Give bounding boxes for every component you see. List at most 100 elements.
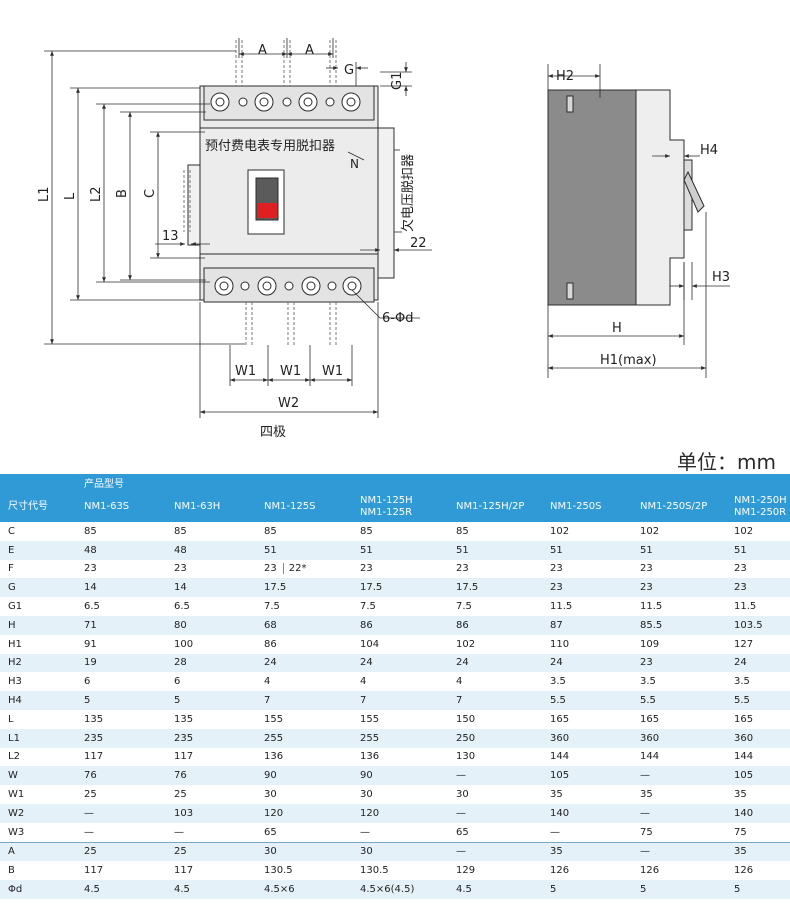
model-name-alt: NM1-125R — [360, 506, 413, 518]
model-name: NM1-63S — [84, 500, 130, 512]
value-cell: 144 — [728, 747, 790, 767]
value-cell: 126 — [728, 861, 790, 881]
dim-label-a2: A — [305, 43, 314, 58]
dim-label-c: C — [143, 189, 158, 198]
value-cell: 255 — [354, 728, 450, 748]
dim-label-h3: H3 — [712, 270, 730, 285]
value-cell: 5 — [78, 691, 168, 710]
value-cell: 126 — [634, 861, 728, 881]
value-cell: 117 — [168, 861, 258, 881]
dimension-code-cell: Φd — [0, 880, 78, 899]
side-mount-top — [566, 95, 574, 113]
handle-red-indicator — [257, 203, 277, 218]
dim-label-13: 13 — [162, 229, 179, 244]
value-cell: 85 — [354, 522, 450, 541]
value-cell: 117 — [168, 747, 258, 767]
upper-terminals — [210, 92, 361, 112]
value-cell: 130.5 — [354, 861, 450, 881]
model-header-cell: NM1-63H — [168, 491, 258, 522]
product-model-header: 产品型号 — [78, 474, 790, 491]
value-cell: — — [78, 803, 168, 823]
dimension-drawing: A A G G1 L1 L L2 B C 预付费电表专用脱扣器 N 欠电压脱扣器… — [37, 38, 730, 440]
value-cell: 135 — [78, 709, 168, 729]
value-cell: 100 — [168, 634, 258, 654]
value-cell: 144 — [544, 747, 634, 767]
value-cell: 90 — [258, 766, 354, 786]
dimension-code-cell: L2 — [0, 747, 78, 767]
dimension-code-cell: L — [0, 709, 78, 729]
n-label: N — [350, 157, 359, 171]
value-cell: 30 — [258, 785, 354, 804]
value-cell: 25 — [78, 841, 168, 862]
front-panel-text: 预付费电表专用脱扣器 — [205, 139, 335, 154]
value-cell: 23 — [78, 559, 168, 579]
value-cell: 7 — [354, 691, 450, 710]
dimension-code-cell: A — [0, 841, 78, 862]
value-cell: 51 — [728, 540, 790, 560]
value-cell: 75 — [634, 822, 728, 843]
value-cell: 85 — [168, 522, 258, 541]
value-cell: — — [634, 803, 728, 823]
value-cell: 25 — [168, 841, 258, 862]
terminal-screw-icon — [214, 276, 234, 296]
value-cell: 87 — [544, 615, 634, 635]
value-cell: 127 — [728, 634, 790, 654]
dashed-leads — [183, 40, 337, 345]
dimension-code-cell: F — [0, 559, 78, 579]
value-cell: 6 — [78, 672, 168, 692]
value-cell: 120 — [354, 803, 450, 823]
value-cell: 23 — [634, 559, 728, 579]
value-cell: 65 — [450, 822, 544, 843]
value-cell: 5 — [634, 880, 728, 899]
value-cell: 7.5 — [354, 597, 450, 616]
value-cell: — — [168, 822, 258, 843]
value-cell: 144 — [634, 747, 728, 767]
terminal-screw-icon — [342, 276, 362, 296]
value-cell: 4.5 — [78, 880, 168, 899]
dimension-code-cell: C — [0, 522, 78, 541]
value-cell: 4.5 — [168, 880, 258, 899]
value-cell: 105 — [544, 766, 634, 786]
dimension-code-cell: G1 — [0, 597, 78, 616]
value-cell: 7 — [450, 691, 544, 710]
value-cell: 85.5 — [634, 615, 728, 635]
dimension-lines — [44, 38, 432, 418]
model-name: NM1-250S — [550, 500, 602, 512]
value-cell: 24 — [728, 653, 790, 673]
value-cell: 105 — [728, 766, 790, 786]
dim-label-w1-a: W1 — [235, 364, 256, 379]
value-cell: 24 — [258, 653, 354, 673]
model-name: NM1-125H — [360, 494, 413, 506]
value-cell: 23 — [544, 559, 634, 579]
value-cell: 14 — [168, 578, 258, 598]
value-cell: 5.5 — [544, 691, 634, 710]
value-cell: 360 — [544, 728, 634, 748]
alt-value-text: 22* — [282, 563, 306, 575]
value-cell: 23 — [728, 559, 790, 579]
terminal-screw-icon — [298, 92, 318, 112]
value-cell: 76 — [78, 766, 168, 786]
value-cell: 360 — [634, 728, 728, 748]
value-cell: 24 — [354, 653, 450, 673]
dimension-code-cell: H — [0, 615, 78, 635]
dim-label-w1-b: W1 — [280, 364, 301, 379]
value-cell: 48 — [168, 540, 258, 560]
value-cell: 102 — [450, 634, 544, 654]
dim-label-h: H — [612, 321, 622, 336]
dim-label-g: G — [344, 63, 354, 78]
value-cell: 86 — [450, 615, 544, 635]
value-cell: 25 — [168, 785, 258, 804]
value-cell: 155 — [258, 709, 354, 729]
value-cell: 4 — [354, 672, 450, 692]
value-cell: 140 — [544, 803, 634, 823]
